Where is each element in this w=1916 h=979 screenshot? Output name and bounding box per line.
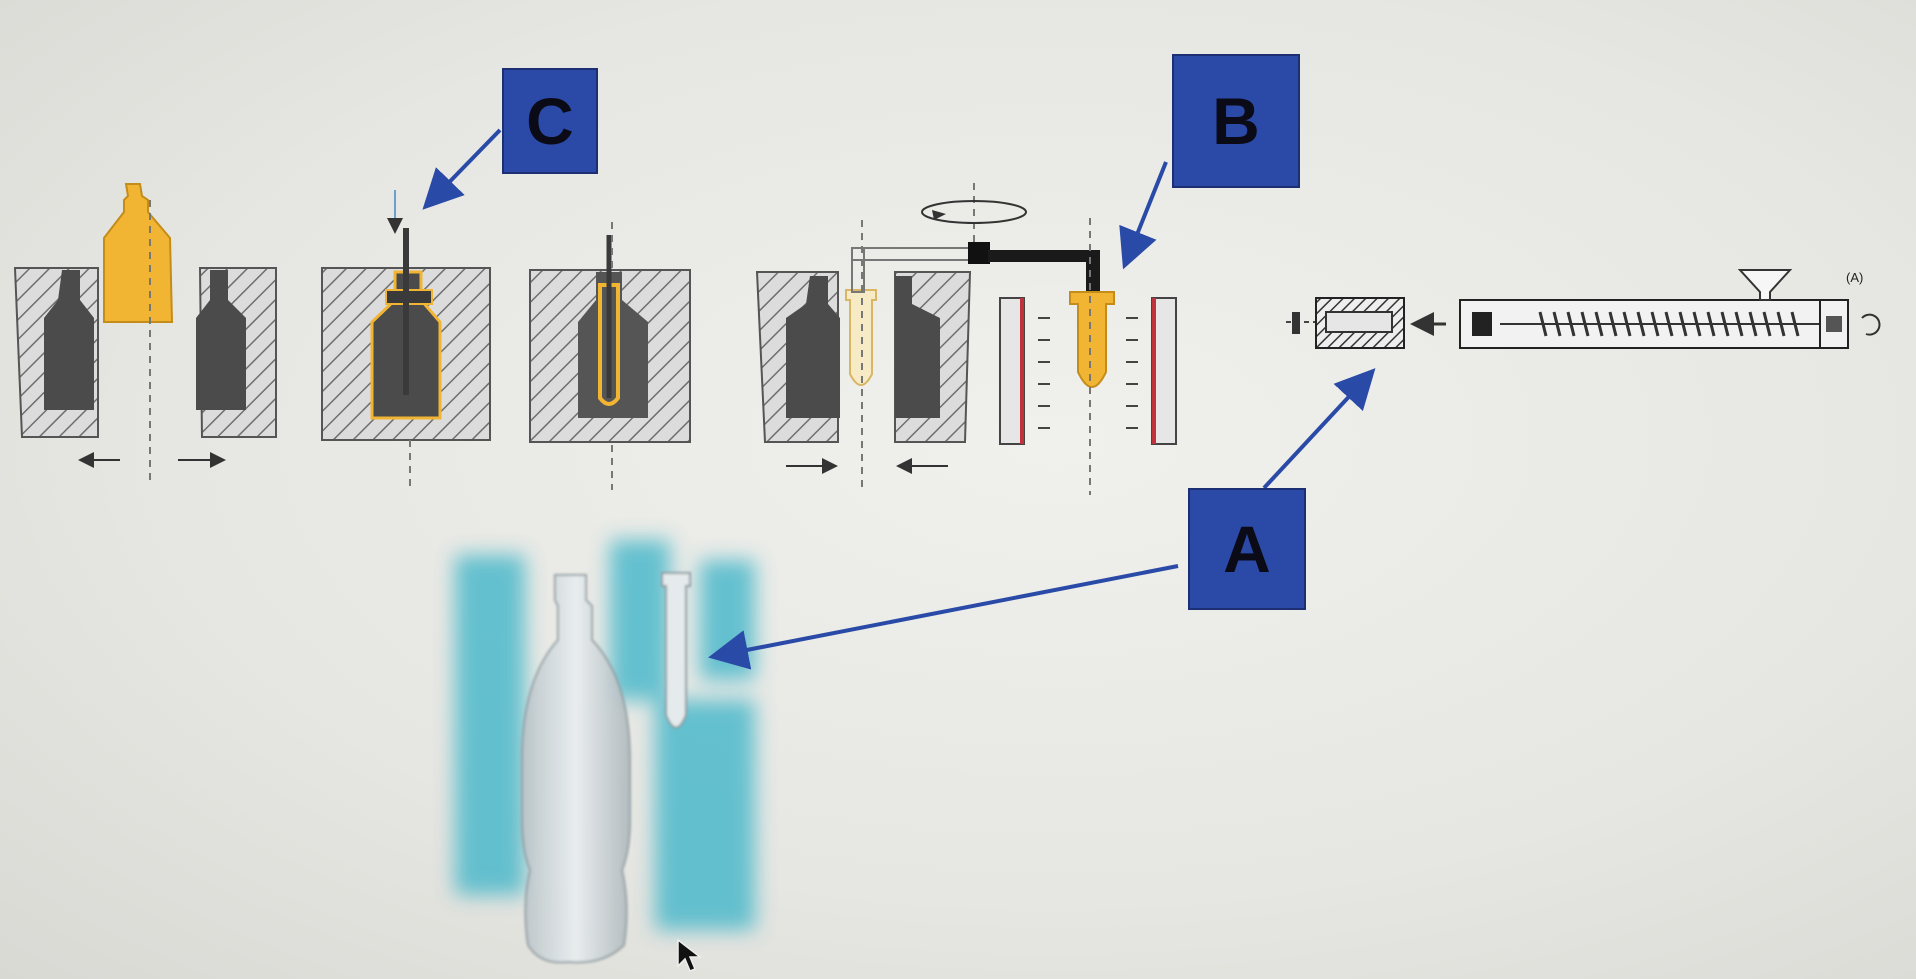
pet-preform bbox=[662, 573, 690, 728]
callout-a-arrow-up bbox=[1264, 374, 1370, 488]
callout-b-text: B bbox=[1212, 83, 1260, 159]
callout-a-arrow-left bbox=[716, 566, 1178, 656]
callout-b-arrow bbox=[1126, 162, 1166, 262]
mouse-cursor-icon bbox=[676, 938, 704, 974]
stage-1-mold-open bbox=[15, 184, 276, 480]
callout-a-text: A bbox=[1223, 511, 1271, 587]
extruder-tag: (A) bbox=[1846, 270, 1863, 285]
yellow-preform bbox=[1070, 292, 1114, 387]
stage-2-blow-mold bbox=[322, 190, 490, 490]
callout-c-arrow bbox=[428, 130, 500, 204]
hopper bbox=[1740, 270, 1790, 300]
stage-3-stretch-mold bbox=[530, 222, 690, 490]
stage-6-injection: (A) bbox=[1286, 270, 1879, 348]
callout-b-label: B bbox=[1172, 54, 1300, 188]
stage-4-transfer bbox=[757, 183, 1100, 490]
callout-c-text: C bbox=[526, 83, 574, 159]
yellow-bottle bbox=[104, 184, 172, 322]
callout-c-label: C bbox=[502, 68, 598, 174]
bottle-photo bbox=[455, 540, 755, 962]
callout-a-label: A bbox=[1188, 488, 1306, 610]
